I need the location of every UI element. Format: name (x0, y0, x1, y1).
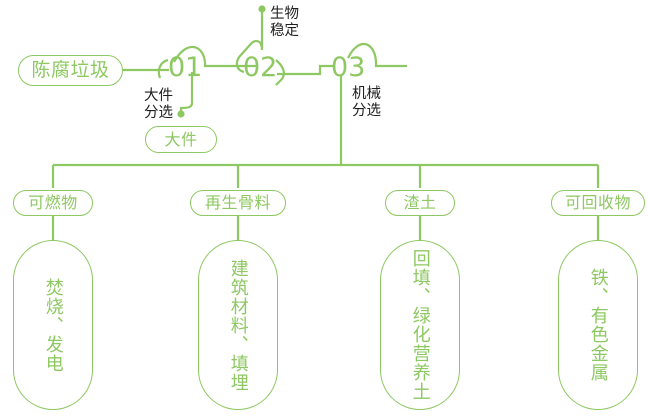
dot-daijian-connector (177, 110, 185, 118)
process-label-step-02: 生物 稳定 (270, 6, 299, 40)
category-pill-zhatu[interactable]: 渣土 (385, 190, 455, 216)
wire-step-02-lower-arc (275, 59, 285, 86)
outcome-text-zaisheng-guliao: 建筑材料、填埋 (227, 258, 249, 392)
outcome-box-keranwu[interactable]: 焚烧、发电 (13, 240, 93, 410)
step-number-01[interactable]: 01 (168, 52, 203, 83)
wire-step-02-to-shengwu (235, 12, 264, 74)
category-pill-kehuishouwu[interactable]: 可回收物 (551, 190, 645, 216)
wire-step-01-to-daijian (179, 72, 194, 113)
step-number-03[interactable]: 03 (331, 52, 366, 83)
wire-step-02-to-step-03 (277, 64, 333, 76)
category-pill-keranwu[interactable]: 可燃物 (13, 190, 93, 216)
outcome-text-keranwu: 焚烧、发电 (42, 277, 64, 373)
outcome-text-kehuishouwu: 铁、有色金属 (587, 268, 609, 382)
process-label-step-03: 机械 分选 (352, 86, 381, 120)
outcome-text-zhatu: 回填、绿化营养土 (409, 249, 431, 401)
step-number-02[interactable]: 02 (243, 52, 278, 83)
step-01-output-daijian[interactable]: 大件 (145, 126, 217, 153)
outcome-box-zaisheng-guliao[interactable]: 建筑材料、填埋 (198, 240, 278, 410)
outcome-box-kehuishouwu[interactable]: 铁、有色金属 (558, 240, 638, 410)
source-node-chenfu-laji[interactable]: 陈腐垃圾 (18, 55, 123, 86)
dot-shengwu-connector (258, 5, 266, 13)
wire-step-01-to-step-02 (173, 45, 256, 68)
wire-step-01-left-arc (157, 58, 169, 79)
category-pill-zaisheng-guliao[interactable]: 再生骨料 (190, 190, 286, 216)
process-label-step-01: 大件 分选 (144, 88, 173, 122)
outcome-box-zhatu[interactable]: 回填、绿化营养土 (380, 240, 460, 410)
wire-step-03-output-line (347, 43, 407, 68)
